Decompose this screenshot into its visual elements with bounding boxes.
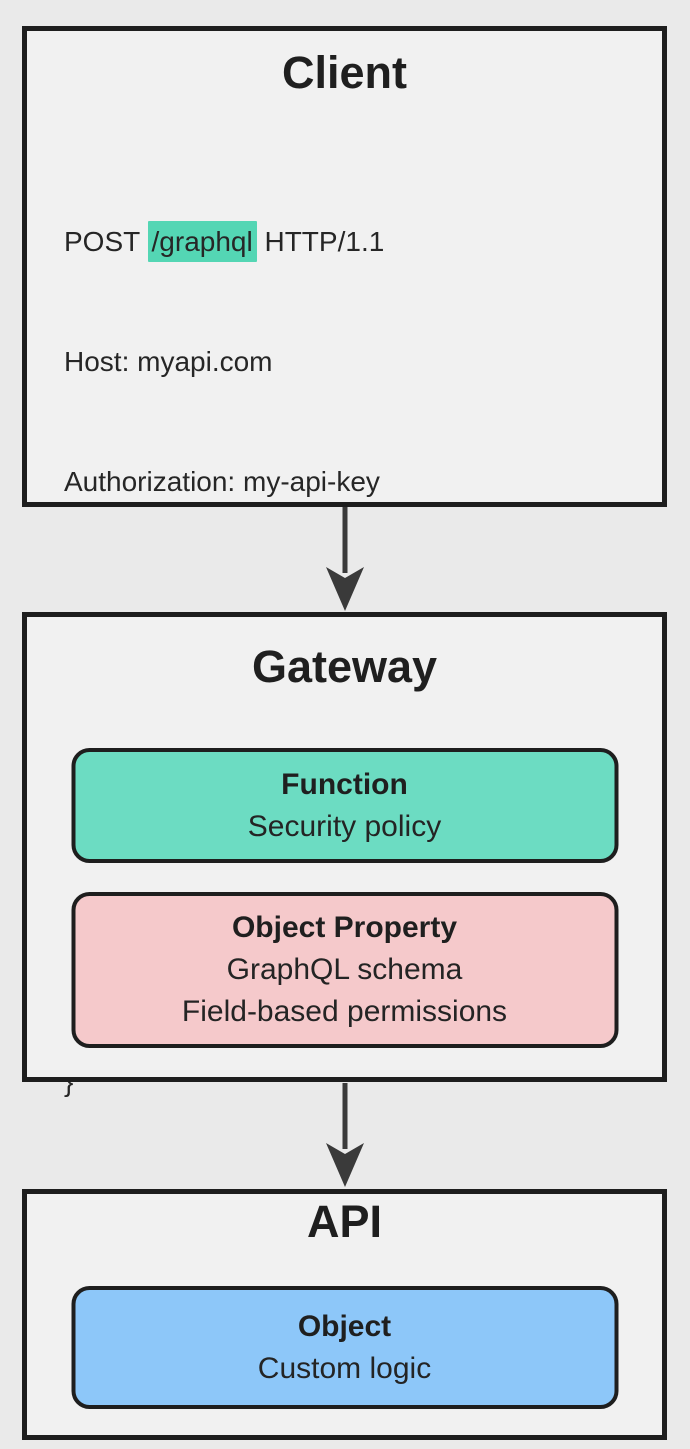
object-property-pill-line: Field-based permissions — [181, 995, 508, 1028]
authorization-header: Authorization: my-api-key — [64, 466, 380, 497]
http-method: POST — [64, 226, 148, 257]
http-version: HTTP/1.1 — [256, 226, 385, 257]
arrow-down-icon — [326, 507, 364, 611]
api-node: API Object Custom logic — [22, 1189, 667, 1440]
gateway-node-title: Gateway — [251, 641, 438, 692]
function-pill: Function Security policy — [71, 748, 618, 863]
object-pill-line: Custom logic — [257, 1351, 432, 1385]
request-path-highlight: /graphql — [147, 221, 257, 262]
host-header: Host: myapi.com — [64, 346, 273, 377]
object-property-pill-heading: Object Property — [231, 911, 458, 944]
request-line: POST /graphql HTTP/1.1 — [64, 221, 601, 262]
function-pill-line: Security policy — [247, 809, 442, 843]
function-pill-heading: Function — [281, 767, 408, 801]
arrow-down-icon — [326, 1083, 364, 1187]
gateway-node: Gateway Function Security policy Object … — [22, 612, 667, 1082]
object-property-pill-line: GraphQL schema — [226, 953, 463, 986]
object-pill-heading: Object — [297, 1309, 392, 1343]
api-node-title: API — [306, 1196, 382, 1247]
client-node: Client POST /graphql HTTP/1.1 Host: myap… — [22, 26, 667, 1097]
object-property-pill: Object Property GraphQL schema Field-bas… — [71, 892, 618, 1048]
client-node-title: Client — [281, 47, 407, 98]
object-pill: Object Custom logic — [71, 1286, 618, 1409]
